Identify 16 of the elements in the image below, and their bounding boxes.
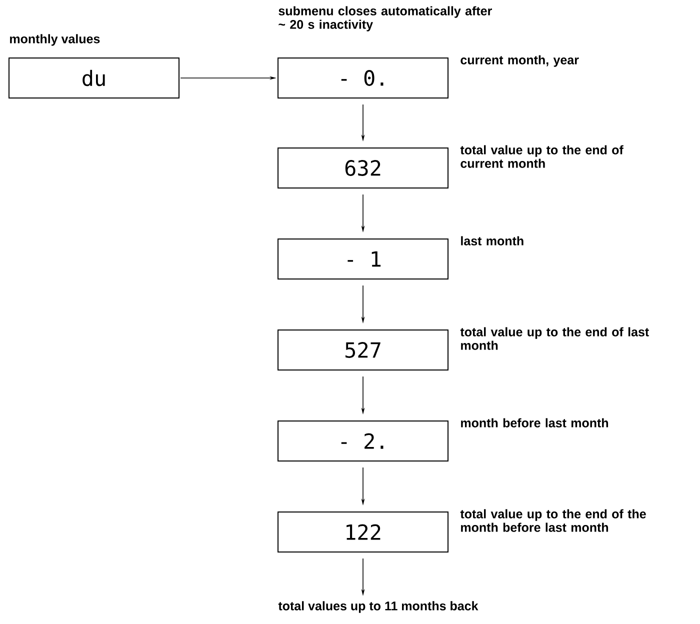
note-text: submenu closes automatically after ~ 20 s inactivity	[278, 6, 492, 32]
description-text: total value up to the end of the month before last month	[460, 509, 646, 532]
display-box: du	[8, 58, 180, 98]
description-text: total value up to the end of last month	[460, 327, 649, 350]
description-text: total value up to the end of current month	[460, 145, 624, 168]
display-box: - 0.	[278, 58, 448, 98]
display-box: - 1	[278, 238, 448, 280]
display-box: - 2.	[278, 420, 448, 462]
display-box: 527	[278, 330, 448, 370]
caption-text: total values up to 11 months back	[278, 601, 478, 613]
description-text: current month, year	[460, 55, 579, 67]
description-text: last month	[461, 236, 524, 246]
description-text: month before last month	[461, 418, 608, 428]
heading-text: monthly values	[10, 34, 100, 46]
display-box: 122	[278, 512, 448, 552]
display-box: 632	[278, 148, 448, 188]
